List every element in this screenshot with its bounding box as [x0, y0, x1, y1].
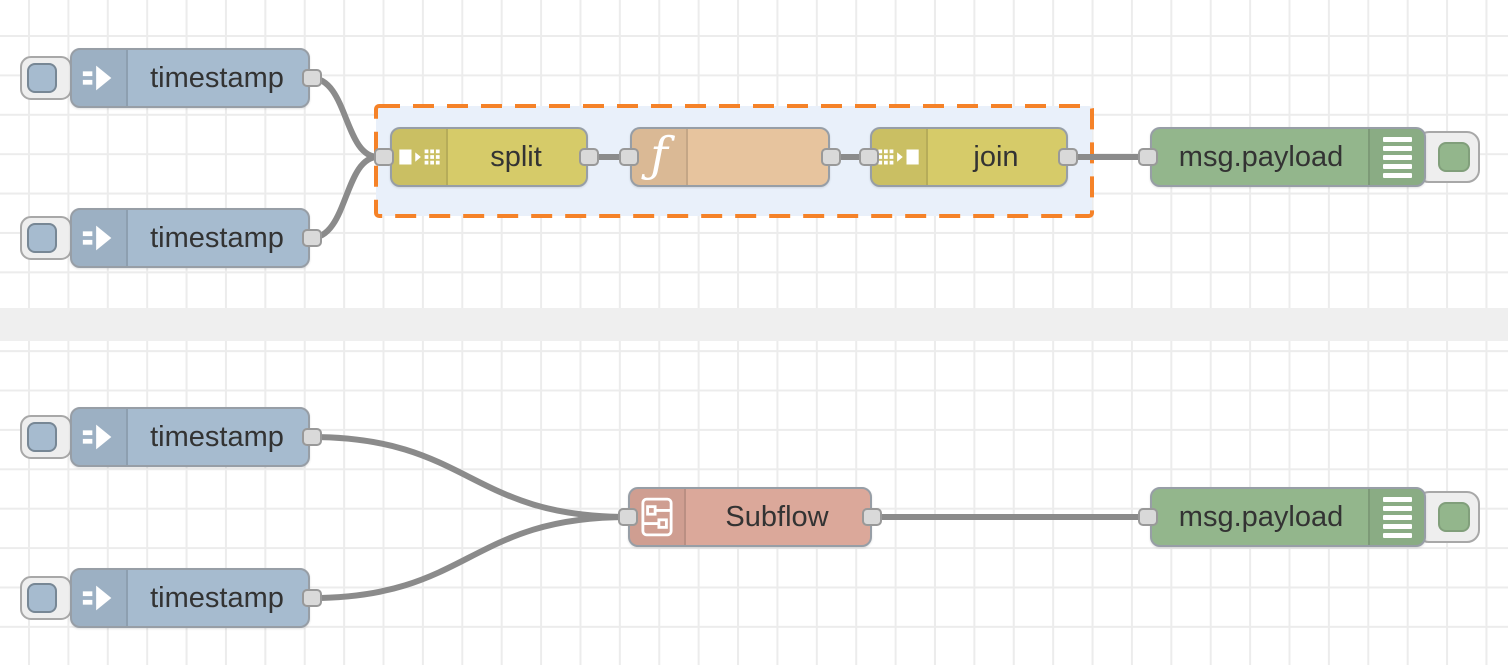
input-port[interactable] [1138, 148, 1158, 166]
debug-list-icon [1382, 496, 1412, 538]
node-function[interactable]: ƒ [630, 127, 830, 187]
subflow-icon [641, 497, 673, 537]
icon-region [1368, 129, 1424, 185]
inject-arrow-icon [82, 225, 112, 251]
input-port[interactable] [1138, 508, 1158, 526]
output-port[interactable] [821, 148, 841, 166]
inject-arrow-icon [82, 585, 112, 611]
node-inject[interactable]: timestamp [70, 568, 310, 628]
wire[interactable] [310, 514, 629, 601]
output-port[interactable] [302, 428, 322, 446]
wire[interactable] [310, 434, 629, 520]
node-label: timestamp [150, 221, 284, 254]
input-port[interactable] [374, 148, 394, 166]
split-icon [399, 149, 440, 165]
node-label [686, 129, 828, 185]
output-port[interactable] [862, 508, 882, 526]
wire[interactable] [310, 154, 379, 241]
node-label: msg.payload [1178, 140, 1344, 173]
wire[interactable] [310, 75, 379, 160]
node-split[interactable]: split [390, 127, 588, 187]
node-inject[interactable]: timestamp [70, 407, 310, 467]
inject-button-pad[interactable] [27, 583, 57, 613]
debug-toggle-pad[interactable] [1438, 502, 1470, 532]
output-port[interactable] [302, 589, 322, 607]
inject-button[interactable] [20, 576, 72, 620]
node-label: Subflow [725, 500, 829, 533]
icon-region [72, 210, 128, 266]
debug-toggle-button[interactable] [1416, 131, 1480, 183]
icon-region [872, 129, 928, 185]
inject-button-pad[interactable] [27, 223, 57, 253]
icon-region [1368, 489, 1424, 545]
node-subflow[interactable]: Subflow [628, 487, 872, 547]
node-label: timestamp [150, 420, 284, 453]
inject-arrow-icon [82, 424, 112, 450]
input-port[interactable] [618, 508, 638, 526]
inject-button[interactable] [20, 415, 72, 459]
icon-region [72, 570, 128, 626]
debug-toggle-pad[interactable] [1438, 142, 1470, 172]
output-port[interactable] [302, 69, 322, 87]
input-port[interactable] [619, 148, 639, 166]
node-label: msg.payload [1178, 500, 1344, 533]
node-label: timestamp [150, 581, 284, 614]
node-debug[interactable]: msg.payload [1150, 127, 1426, 187]
node-label: join [973, 140, 1019, 173]
join-icon [878, 149, 919, 165]
output-port[interactable] [579, 148, 599, 166]
node-label: split [490, 140, 542, 173]
input-port[interactable] [859, 148, 879, 166]
icon-region [72, 50, 128, 106]
node-debug[interactable]: msg.payload [1150, 487, 1426, 547]
output-port[interactable] [1058, 148, 1078, 166]
icon-region: ƒ [632, 129, 688, 185]
inject-button-pad[interactable] [27, 422, 57, 452]
debug-toggle-button[interactable] [1416, 491, 1480, 543]
output-port[interactable] [302, 229, 322, 247]
icon-region [630, 489, 686, 545]
debug-list-icon [1382, 136, 1412, 178]
icon-region [392, 129, 448, 185]
inject-arrow-icon [82, 65, 112, 91]
node-label: timestamp [150, 61, 284, 94]
node-inject[interactable]: timestamp [70, 208, 310, 268]
icon-region [72, 409, 128, 465]
inject-button[interactable] [20, 56, 72, 100]
node-inject[interactable]: timestamp [70, 48, 310, 108]
inject-button-pad[interactable] [27, 63, 57, 93]
node-join[interactable]: join [870, 127, 1068, 187]
function-icon: ƒ [650, 127, 668, 183]
inject-button[interactable] [20, 216, 72, 260]
flow-section-divider [0, 308, 1508, 341]
